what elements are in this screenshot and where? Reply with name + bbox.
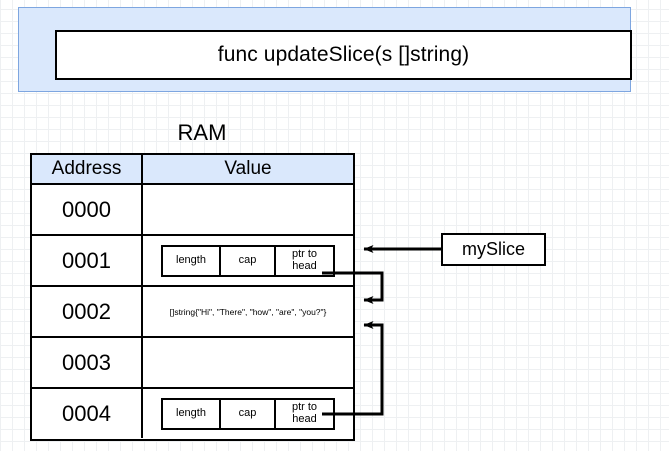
- column-header-address: Address: [32, 155, 143, 183]
- function-signature-text: func updateSlice(s []string): [217, 43, 470, 66]
- slice-field-length: length: [163, 399, 221, 428]
- address-cell-0002: 0002: [32, 287, 143, 336]
- ram-table: Address Value 0000 0001 length cap ptr t…: [30, 153, 355, 441]
- function-panel: func updateSlice(s []string): [18, 7, 632, 92]
- slice-field-length: length: [163, 246, 221, 275]
- myslice-label-box: mySlice: [441, 233, 546, 266]
- ram-title: RAM: [177, 120, 227, 145]
- address-cell-0004: 0004: [32, 389, 143, 438]
- slice-field-cap: cap: [221, 246, 276, 275]
- value-cell-0000: [143, 185, 353, 234]
- slice-field-cap: cap: [221, 399, 276, 428]
- address-cell-0003: 0003: [32, 338, 143, 387]
- table-header-row: Address Value: [32, 155, 353, 183]
- address-cell-0000: 0000: [32, 185, 143, 234]
- table-row: 0000: [32, 183, 353, 234]
- value-cell-0002: []string{"Hi", "There", "how", "are", "y…: [143, 287, 353, 336]
- function-signature-box: func updateSlice(s []string): [55, 30, 632, 80]
- column-header-value: Value: [224, 158, 272, 179]
- backing-array-text: []string{"Hi", "There", "how", "are", "y…: [169, 306, 327, 317]
- value-cell-0003: [143, 338, 353, 387]
- table-row: 0002 []string{"Hi", "There", "how", "are…: [32, 285, 353, 336]
- table-row: 0003: [32, 336, 353, 387]
- address-cell-0001: 0001: [32, 236, 143, 285]
- myslice-label-text: mySlice: [461, 239, 525, 259]
